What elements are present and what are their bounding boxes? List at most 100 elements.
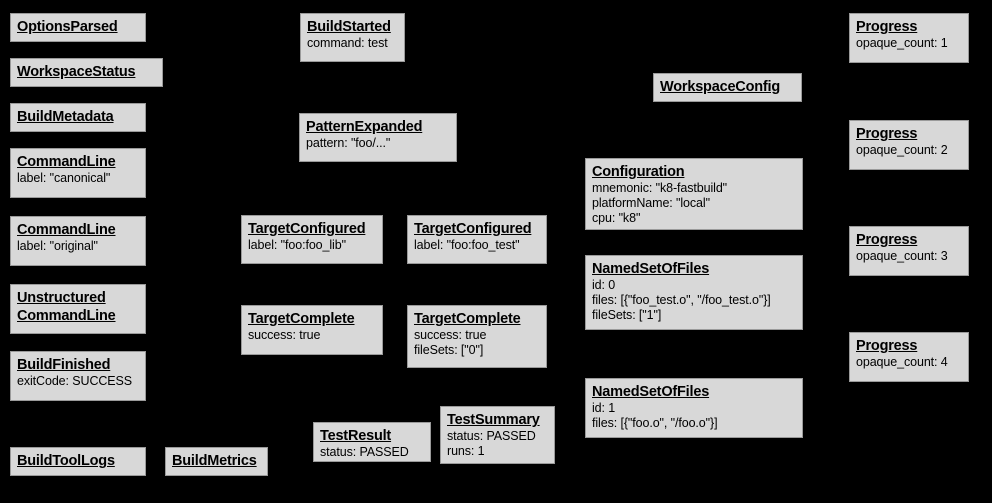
event-node-field: label: "canonical" [17,171,111,185]
event-node-field: opaque_count: 4 [856,355,948,369]
event-node-title-line: CommandLine [17,222,116,238]
event-node-title-line: TargetConfigured [248,221,366,237]
event-node-title: Progress [856,337,962,355]
event-node-title-line: Progress [856,19,918,35]
event-node-title: TestSummary [447,411,548,429]
event-node-title: TargetConfigured [248,220,376,238]
event-node-title: WorkspaceConfig [660,78,795,96]
event-node-title-line: BuildStarted [307,19,391,35]
event-node-field: opaque_count: 1 [856,36,948,50]
event-node-title-line: CommandLine [17,308,116,324]
event-node-field: mnemonic: "k8-fastbuild" [592,181,728,195]
event-node-title-line: BuildMetadata [17,109,114,125]
event-node-field: platformName: "local" [592,196,710,210]
event-node-title: TargetConfigured [414,220,540,238]
event-node-title: PatternExpanded [306,118,450,136]
event-node-title: OptionsParsed [17,18,139,36]
event-node-title: NamedSetOfFiles [592,383,796,401]
event-node-title-line: TestSummary [447,412,540,428]
event-node-build-tool-logs[interactable]: BuildToolLogs [10,447,146,476]
event-node-options-parsed[interactable]: OptionsParsed [10,13,146,42]
event-node-title-line: BuildFinished [17,357,111,373]
event-node-title: BuildFinished [17,356,139,374]
event-node-title-line: OptionsParsed [17,19,118,35]
event-node-title-line: TargetComplete [414,311,521,327]
event-node-title: CommandLine [17,221,139,239]
event-node-title: TargetComplete [248,310,376,328]
event-node-field: label: "original" [17,239,98,253]
event-node-field: command: test [307,36,388,50]
event-node-field: opaque_count: 2 [856,143,948,157]
event-node-title: WorkspaceStatus [17,63,156,81]
event-node-title: CommandLine [17,153,139,171]
event-node-title: Progress [856,231,962,249]
event-node-title: BuildStarted [307,18,398,36]
event-node-title-line: Progress [856,338,918,354]
event-node-build-metadata[interactable]: BuildMetadata [10,103,146,132]
event-node-title: Progress [856,125,962,143]
event-node-title-line: Unstructured [17,290,106,306]
event-node-field: runs: 1 [447,444,485,458]
event-node-title: Progress [856,18,962,36]
event-node-title-line: WorkspaceConfig [660,79,781,95]
event-node-title-line: TargetComplete [248,311,355,327]
event-node-field: status: PASSED [320,445,409,459]
event-node-field: fileSets: ["1"] [592,308,662,322]
event-node-title-line: BuildToolLogs [17,453,115,469]
event-node-title-line: NamedSetOfFiles [592,261,710,277]
event-node-field: exitCode: SUCCESS [17,374,133,388]
event-node-title: BuildMetadata [17,108,139,126]
event-node-title: BuildMetrics [172,452,261,470]
event-node-title-line: WorkspaceStatus [17,64,136,80]
event-node-workspace-config[interactable]: WorkspaceConfig [653,73,802,102]
event-node-field: files: [{"foo.o", "/foo.o"}] [592,416,718,430]
event-node-title-line: Configuration [592,164,685,180]
event-node-workspace-status[interactable]: WorkspaceStatus [10,58,163,87]
event-node-field: id: 0 [592,278,616,292]
event-node-field: opaque_count: 3 [856,249,948,263]
event-node-field: pattern: "foo/..." [306,136,391,150]
event-node-title: TargetComplete [414,310,540,328]
event-node-field: label: "foo:foo_test" [414,238,520,252]
event-node-field: files: [{"foo_test.o", "/foo_test.o"}] [592,293,771,307]
event-node-title-line: TestResult [320,428,392,444]
event-node-title-line: CommandLine [17,154,116,170]
event-node-title-line: NamedSetOfFiles [592,384,710,400]
event-node-field: cpu: "k8" [592,211,641,225]
event-node-field: fileSets: ["0"] [414,343,484,357]
event-node-title-line: TargetConfigured [414,221,532,237]
event-node-title: NamedSetOfFiles [592,260,796,278]
event-node-title-line: BuildMetrics [172,453,257,469]
event-node-field: label: "foo:foo_lib" [248,238,346,252]
event-node-build-metrics[interactable]: BuildMetrics [165,447,268,476]
event-node-title: BuildToolLogs [17,452,139,470]
event-node-field: status: PASSED [447,429,536,443]
event-node-title: Configuration [592,163,796,181]
event-node-field: success: true [414,328,487,342]
event-node-field: id: 1 [592,401,616,415]
event-node-field: success: true [248,328,321,342]
event-node-title-line: PatternExpanded [306,119,423,135]
event-node-title: TestResult [320,427,424,445]
